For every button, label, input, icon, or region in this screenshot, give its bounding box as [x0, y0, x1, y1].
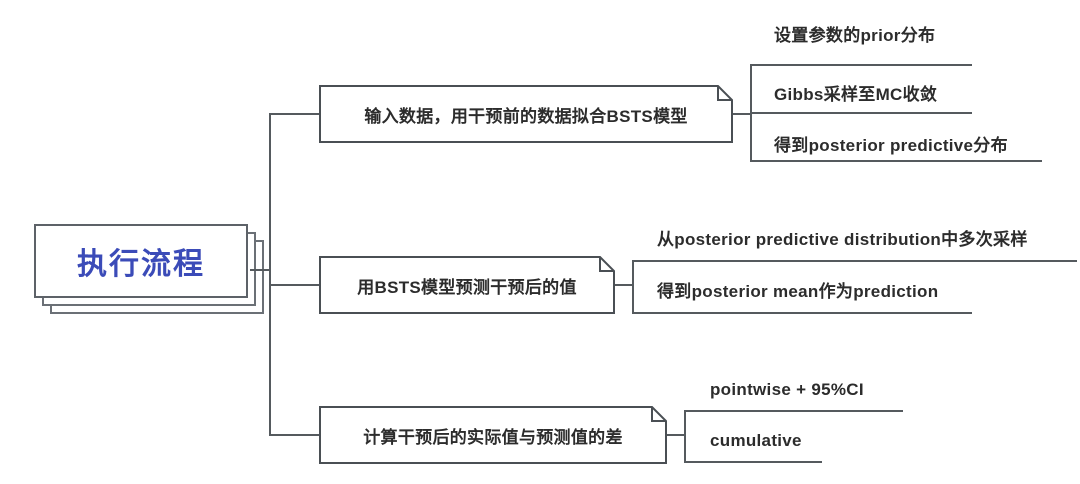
root-spine: [269, 114, 271, 436]
leaf-1-2-underline: [750, 112, 972, 114]
leaf-2-1-label: 从posterior predictive distribution中多次采样: [657, 230, 1028, 249]
branch-3-shape: [319, 406, 667, 464]
branch-2-leaf-connector: [615, 284, 634, 286]
branch-3-label: 计算干预后的实际值与预测值的差: [363, 427, 623, 447]
leaf-3-2-underline: [684, 461, 822, 463]
branch-1-leaf-connector: [733, 113, 752, 115]
branch-2-leaf-spine: [632, 261, 634, 313]
root-card[interactable]: 执行流程: [34, 224, 248, 298]
branch-2-connector: [269, 284, 321, 286]
leaf-node-2-2[interactable]: 得到posterior mean作为prediction: [657, 283, 938, 300]
leaf-2-2-label: 得到posterior mean作为prediction: [657, 282, 939, 301]
root-connector-stub: [250, 269, 271, 271]
branch-2-shape: [319, 256, 615, 314]
leaf-3-1-underline: [684, 410, 903, 412]
branch-1-label: 输入数据，用干预前的数据拟合BSTS模型: [364, 106, 688, 126]
root-label: 执行流程: [77, 248, 205, 281]
branch-3-leaf-connector: [667, 434, 686, 436]
branch-node-2[interactable]: 用BSTS模型预测干预后的值: [319, 256, 615, 314]
leaf-1-1-underline: [750, 64, 972, 66]
branch-3-leaf-spine: [684, 411, 686, 463]
leaf-2-1-underline: [632, 260, 1077, 262]
branch-node-1[interactable]: 输入数据，用干预前的数据拟合BSTS模型: [319, 85, 733, 143]
leaf-node-1-2[interactable]: Gibbs采样至MC收敛: [774, 86, 937, 103]
leaf-node-1-3[interactable]: 得到posterior predictive分布: [774, 137, 1008, 154]
leaf-node-2-1[interactable]: 从posterior predictive distribution中多次采样: [657, 231, 1028, 248]
branch-1-shape: [319, 85, 733, 143]
leaf-node-3-1[interactable]: pointwise + 95%CI: [710, 381, 864, 398]
leaf-1-3-label: 得到posterior predictive分布: [774, 136, 1008, 155]
branch-node-3[interactable]: 计算干预后的实际值与预测值的差: [319, 406, 667, 464]
root-node[interactable]: 执行流程: [34, 224, 264, 314]
leaf-3-2-label: cumulative: [710, 431, 802, 450]
leaf-1-3-underline: [750, 160, 1042, 162]
leaf-1-2-label: Gibbs采样至MC收敛: [774, 85, 938, 104]
leaf-1-1-label: 设置参数的prior分布: [774, 26, 936, 45]
branch-3-connector: [269, 434, 321, 436]
leaf-node-3-2[interactable]: cumulative: [710, 432, 802, 449]
leaf-2-2-underline: [632, 312, 972, 314]
branch-1-connector: [269, 113, 321, 115]
leaf-3-1-label: pointwise + 95%CI: [710, 380, 864, 399]
leaf-node-1-1[interactable]: 设置参数的prior分布: [774, 27, 935, 44]
branch-2-label: 用BSTS模型预测干预后的值: [357, 277, 577, 297]
